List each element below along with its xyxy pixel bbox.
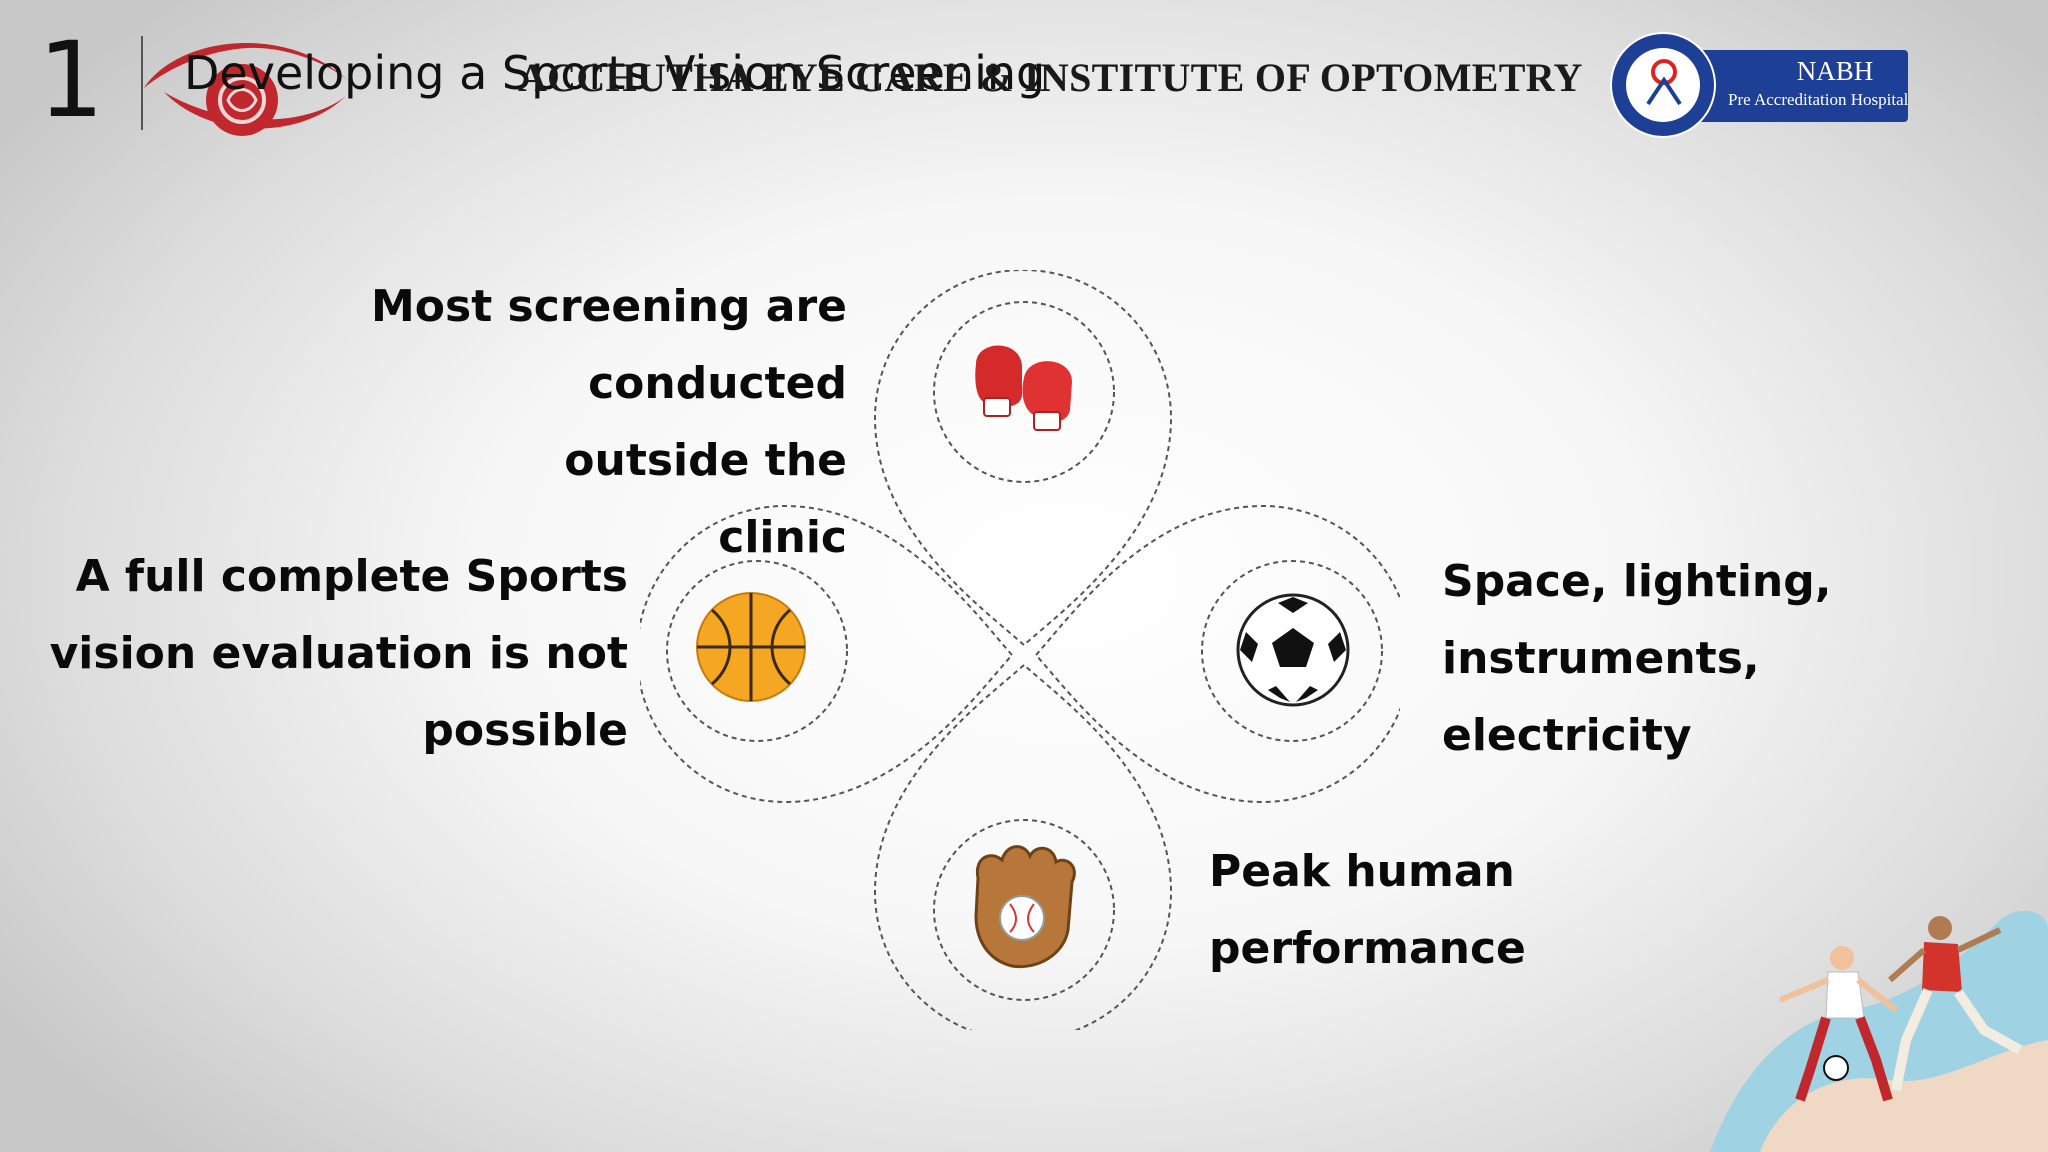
soccer-players-illustration bbox=[1710, 910, 2048, 1152]
baseball-glove-icon bbox=[974, 845, 1076, 969]
eye-logo bbox=[144, 42, 352, 136]
basketball-icon bbox=[696, 592, 806, 702]
player-left bbox=[1778, 946, 1898, 1102]
header-divider bbox=[141, 36, 143, 130]
nabh-subtitle: Pre Accreditation Hospital bbox=[1728, 90, 1909, 109]
slide-number: 1 bbox=[38, 19, 105, 141]
boxing-gloves-icon bbox=[975, 345, 1072, 431]
point-peak-performance: Peak human performance bbox=[1209, 846, 1526, 974]
ring-right bbox=[1201, 560, 1383, 742]
four-petal-diagram bbox=[640, 270, 1400, 1030]
point-full-evaluation: A full complete Sports vision evaluation… bbox=[49, 551, 628, 756]
petal-bottom bbox=[873, 663, 1173, 1030]
ring-left bbox=[666, 560, 848, 742]
slide-title: Developing a Sports Vision Screening bbox=[184, 46, 1046, 100]
nabh-seal bbox=[1610, 32, 1716, 138]
institute-name: ACCHUTHA EYE CARE & INSTITUTE OF OPTOMET… bbox=[518, 55, 1583, 100]
point-space-lighting: Space, lighting, instruments, electricit… bbox=[1442, 556, 1832, 761]
ring-bottom bbox=[933, 819, 1115, 1001]
nabh-title: NABH bbox=[1796, 56, 1874, 86]
petal-right bbox=[1034, 504, 1400, 804]
player-right bbox=[1888, 916, 2023, 1091]
nabh-seal-icon bbox=[1646, 59, 1682, 106]
point-outside-clinic: Most screening are conducted outside the… bbox=[371, 281, 847, 563]
petal-left bbox=[640, 504, 1014, 804]
ring-top bbox=[933, 301, 1115, 483]
soccer-ball-icon bbox=[1236, 593, 1350, 707]
nabh-badge: NABH Pre Accreditation Hospital bbox=[1610, 30, 1910, 142]
sand-wave bbox=[1760, 1040, 2048, 1152]
petal-top bbox=[873, 270, 1173, 647]
